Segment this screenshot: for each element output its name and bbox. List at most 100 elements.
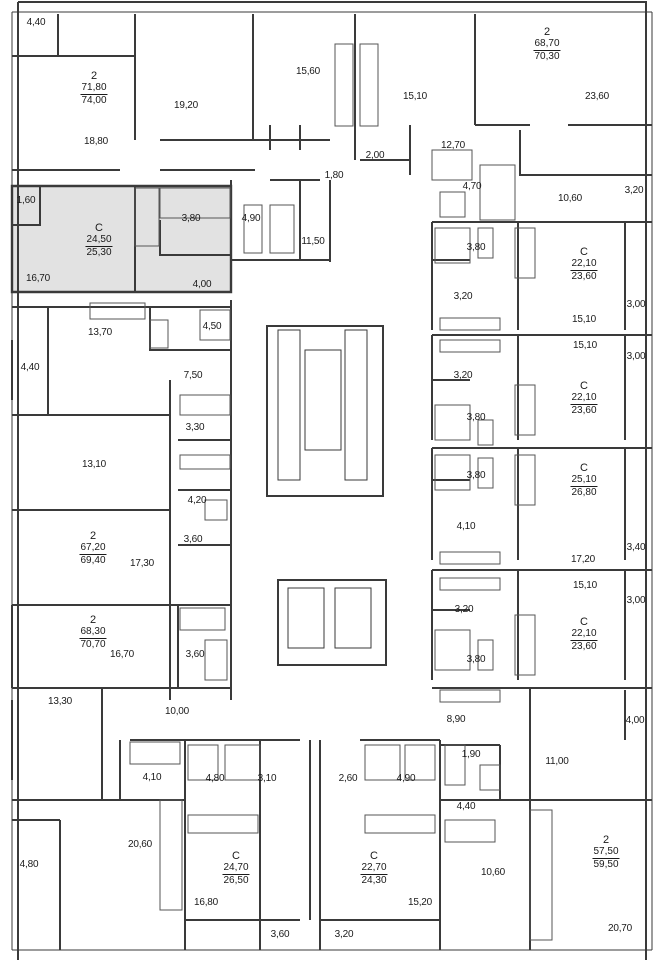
room-area: 4,90 (241, 213, 261, 224)
living-area: 57,50 (592, 846, 620, 859)
room-area: 4,10 (142, 772, 162, 783)
room-area: 3,60 (183, 534, 203, 545)
apartment-type: С (370, 850, 378, 862)
room-area: 3,00 (626, 351, 646, 362)
apartment-type: С (580, 246, 588, 258)
apartment-type: 2 (89, 530, 97, 542)
apartment-type: 2 (543, 26, 551, 38)
total-area: 69,40 (80, 555, 106, 566)
total-area: 59,50 (593, 859, 619, 870)
room-area: 15,20 (407, 897, 433, 908)
apartment-type: С (232, 850, 240, 862)
room-area: 3,60 (185, 649, 205, 660)
room-area: 15,10 (572, 340, 598, 351)
room-area: 1,60 (16, 195, 36, 206)
apartment-type: С (580, 616, 588, 628)
room-area: 1,90 (461, 749, 481, 760)
living-area: 24,70 (222, 862, 250, 875)
room-area: 20,60 (127, 839, 153, 850)
room-area: 3,80 (466, 412, 486, 423)
room-area: 3,20 (624, 185, 644, 196)
room-area: 2,00 (365, 150, 385, 161)
room-area: 3,20 (453, 370, 473, 381)
room-area: 3,60 (270, 929, 290, 940)
living-area: 68,30 (79, 626, 107, 639)
room-area: 4,40 (20, 362, 40, 373)
room-area: 3,00 (626, 595, 646, 606)
room-area: 3,30 (185, 422, 205, 433)
living-area: 67,20 (79, 542, 107, 555)
living-area: 22,10 (570, 392, 598, 405)
room-area: 4,70 (462, 181, 482, 192)
room-area: 13,10 (81, 459, 107, 470)
living-area: 22,10 (570, 628, 598, 641)
room-area: 2,60 (338, 773, 358, 784)
room-area: 3,80 (181, 213, 201, 224)
room-area: 4,40 (26, 17, 46, 28)
room-area: 16,80 (193, 897, 219, 908)
room-area: 4,00 (192, 279, 212, 290)
room-area: 13,30 (47, 696, 73, 707)
room-area: 3,00 (626, 299, 646, 310)
total-area: 23,60 (571, 405, 597, 416)
room-area: 4,90 (396, 773, 416, 784)
room-area: 16,70 (109, 649, 135, 660)
room-area: 11,00 (545, 756, 569, 767)
room-area: 4,10 (456, 521, 476, 532)
apartment-type: С (580, 462, 588, 474)
room-area: 18,80 (83, 136, 109, 147)
total-area: 25,30 (86, 247, 112, 258)
room-area: 13,70 (87, 327, 113, 338)
room-area: 3,80 (466, 654, 486, 665)
total-area: 26,80 (571, 487, 597, 498)
room-area: 3,20 (454, 604, 474, 615)
living-area: 22,10 (570, 258, 598, 271)
room-area: 11,50 (301, 236, 325, 247)
room-area: 3,20 (453, 291, 473, 302)
highlighted-apartment-fill (12, 186, 231, 292)
room-area: 4,80 (205, 773, 225, 784)
room-area: 12,70 (440, 140, 466, 151)
total-area: 24,30 (361, 875, 387, 886)
apartment-type: С (95, 222, 103, 234)
living-area: 22,70 (360, 862, 388, 875)
room-area: 3,10 (257, 773, 277, 784)
total-area: 23,60 (571, 641, 597, 652)
room-area: 4,80 (19, 859, 39, 870)
room-area: 4,00 (625, 715, 645, 726)
living-area: 71,80 (80, 82, 108, 95)
apartment-type: 2 (90, 70, 98, 82)
room-area: 4,20 (187, 495, 207, 506)
room-area: 10,60 (480, 867, 506, 878)
room-area: 4,50 (202, 321, 222, 332)
total-area: 70,30 (534, 51, 560, 62)
room-area: 15,10 (402, 91, 428, 102)
living-area: 68,70 (533, 38, 561, 51)
total-area: 23,60 (571, 271, 597, 282)
total-area: 70,70 (80, 639, 106, 650)
room-area: 17,20 (570, 554, 596, 565)
room-area: 19,20 (173, 100, 199, 111)
living-area: 25,10 (570, 474, 598, 487)
living-area: 24,50 (85, 234, 113, 247)
room-area: 4,40 (456, 801, 476, 812)
room-area: 3,80 (466, 470, 486, 481)
fixtures (89, 43, 553, 941)
apartment-type: 2 (602, 834, 610, 846)
room-area: 15,60 (295, 66, 321, 77)
apartment-type: 2 (89, 614, 97, 626)
room-area: 15,10 (572, 580, 598, 591)
room-area: 3,40 (626, 542, 646, 553)
